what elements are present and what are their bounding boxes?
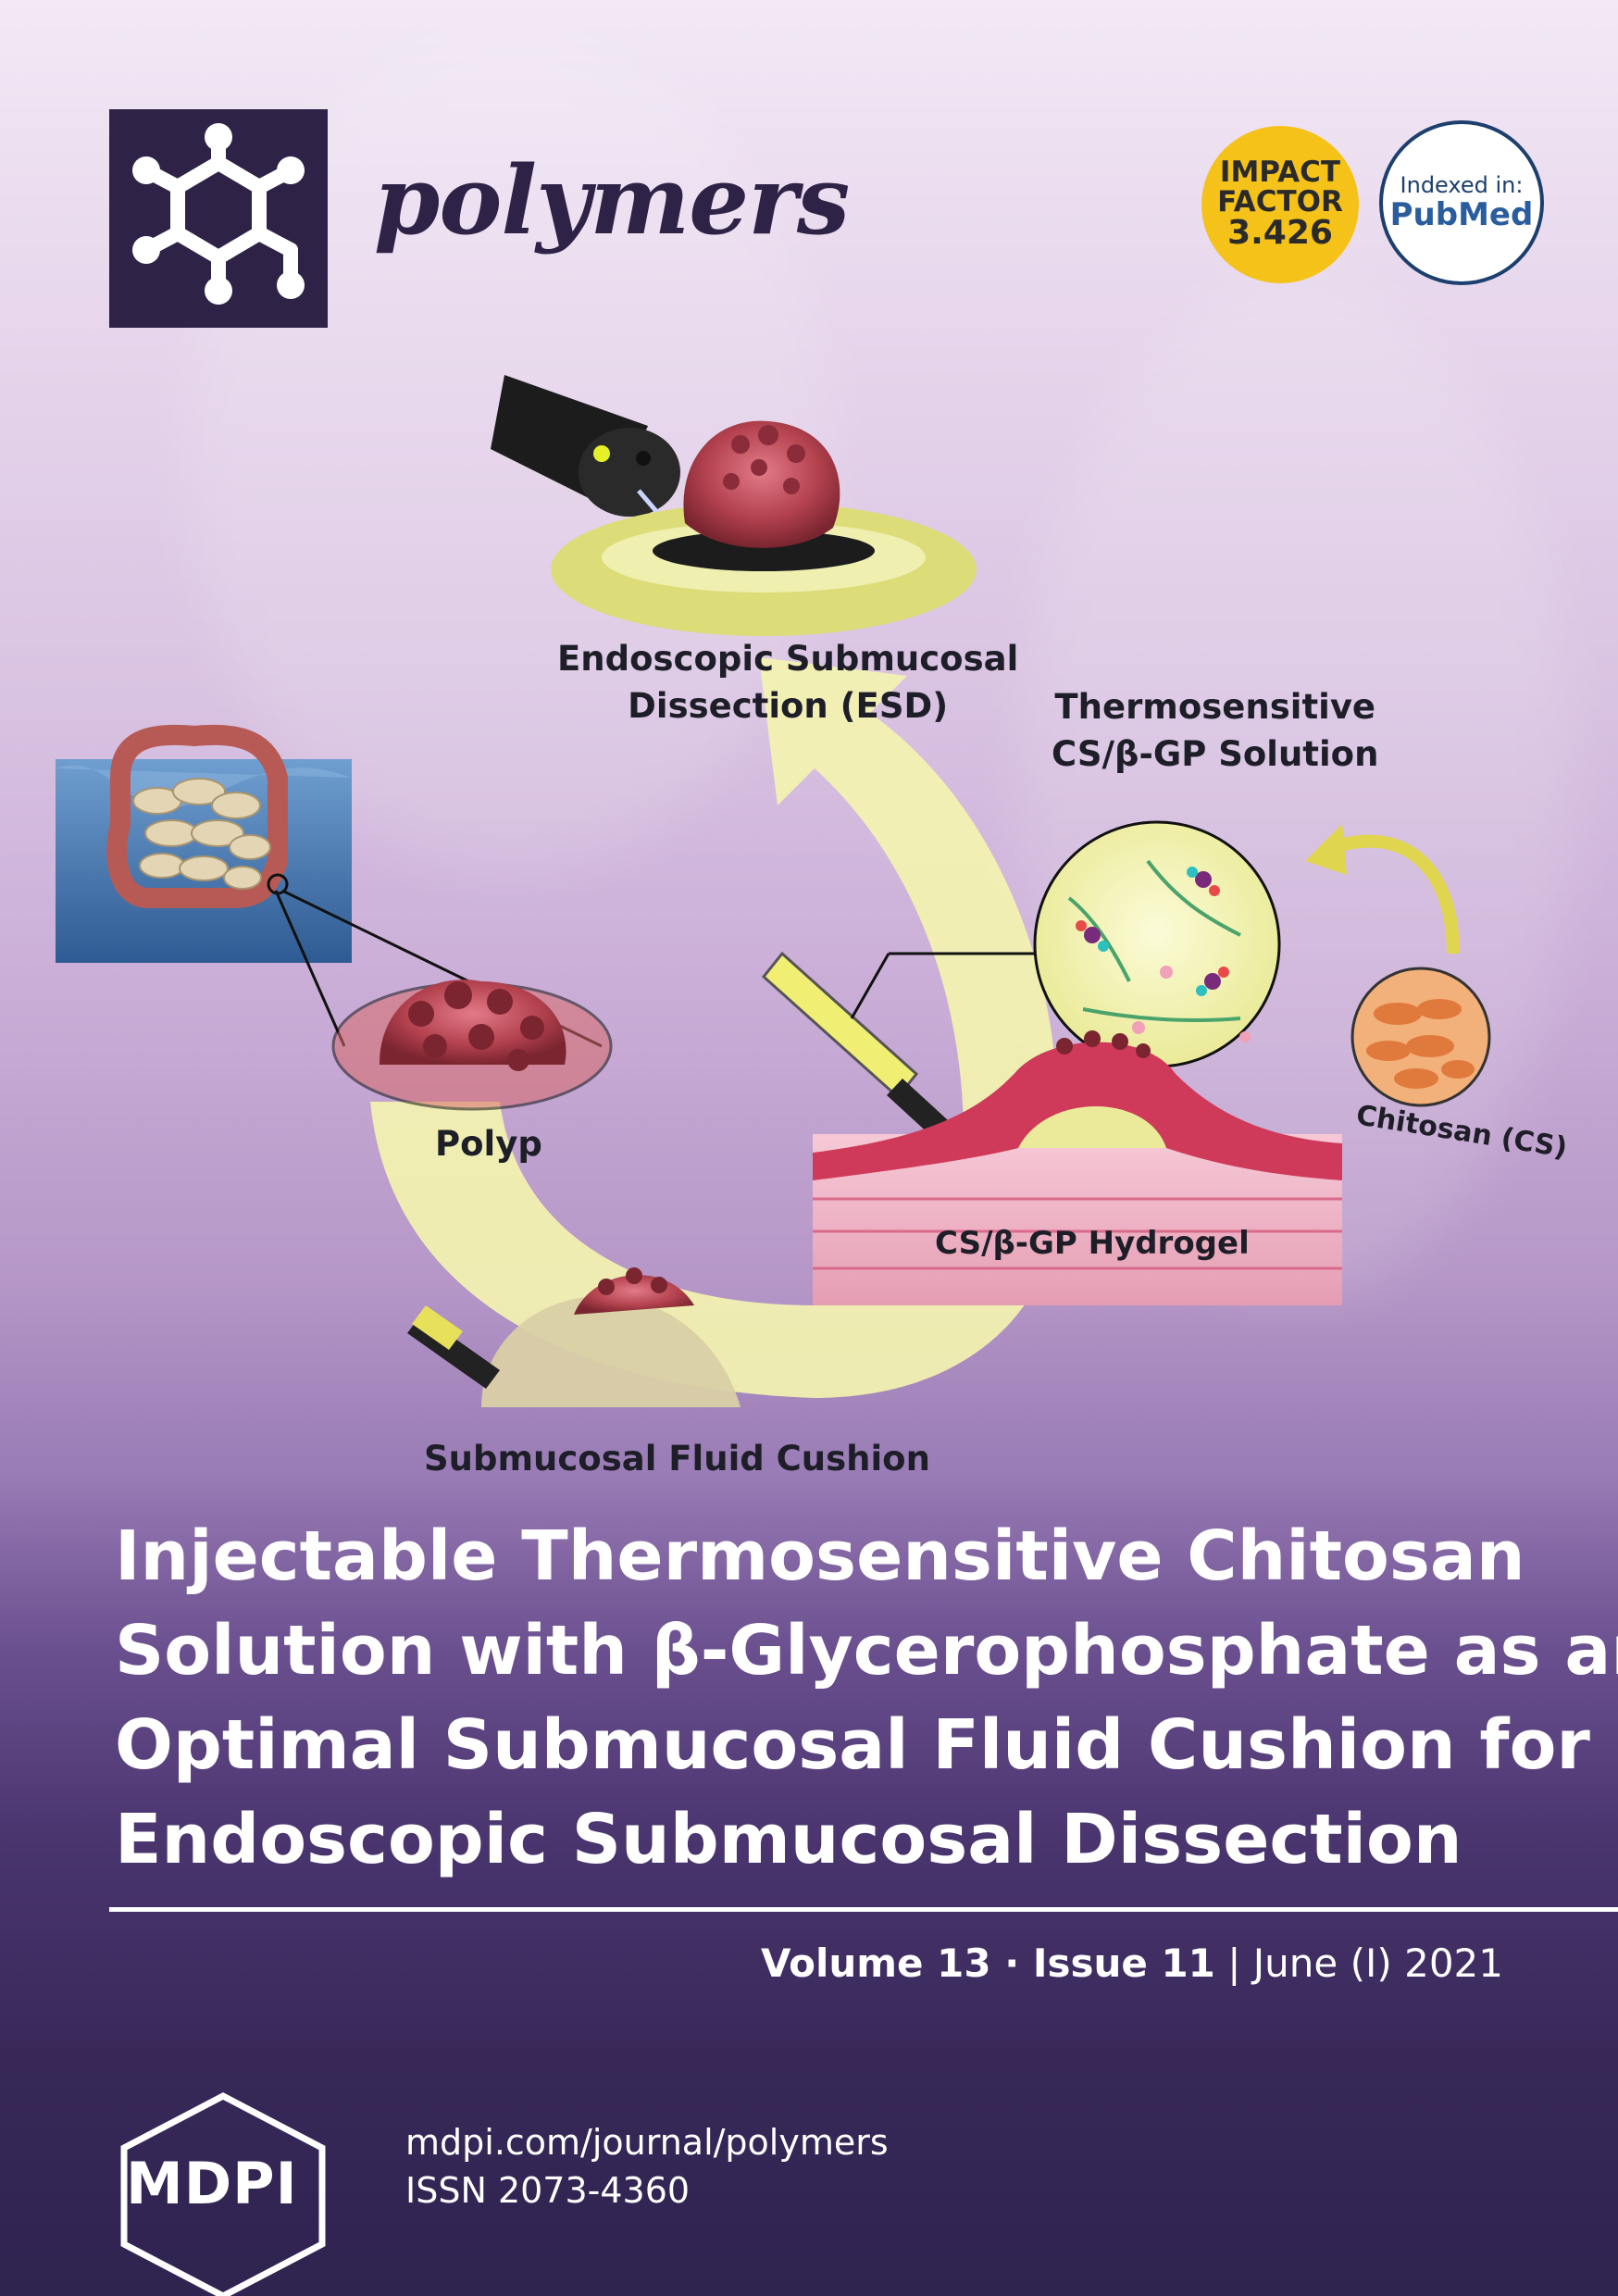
title-line: Injectable Thermosensitive Chitosan — [115, 1516, 1525, 1596]
title-line: Optimal Submucosal Fluid Cushion for — [115, 1705, 1590, 1785]
issue-label: Issue 11 — [1032, 1940, 1215, 1986]
indexed-label: Indexed in: — [1400, 172, 1524, 199]
pubmed-label: PubMed — [1389, 195, 1534, 233]
polymers-logo[interactable] — [109, 109, 328, 328]
label-cushion: Submucosal Fluid Cushion — [424, 1439, 930, 1479]
label-esd: Endoscopic Submucosal Dissection (ESD) — [557, 635, 1018, 730]
polyp-illustration — [331, 980, 613, 1111]
endoscope-top — [491, 375, 680, 525]
esd-process-figure — [56, 375, 1491, 1407]
title-divider — [109, 1907, 1618, 1912]
solution-bubble — [1033, 820, 1281, 1068]
journal-url-link[interactable]: mdpi.com/journal/polymers — [405, 2122, 889, 2163]
molecule-icon — [132, 123, 305, 305]
impact-factor-badge: IMPACT FACTOR 3.426 — [1201, 126, 1359, 283]
pubmed-badge[interactable]: Indexed in: PubMed — [1379, 120, 1544, 285]
date-divider: | — [1214, 1940, 1253, 1986]
impact-label-1: IMPACT — [1219, 156, 1341, 190]
impact-label-2: FACTOR — [1217, 184, 1343, 218]
label-solution-line2: CS/β-GP Solution — [1052, 734, 1379, 775]
journal-title[interactable]: polymers — [374, 145, 850, 256]
volume-label: Volume 13 — [760, 1940, 991, 1986]
issue-separator: · — [990, 1940, 1033, 1986]
chitosan-illustration — [1350, 967, 1491, 1107]
mdpi-logo-icon[interactable] — [107, 2089, 339, 2296]
title-line: Solution with β-Glycerophosphate as an — [115, 1611, 1618, 1691]
title-line: Endoscopic Submucosal Dissection — [115, 1800, 1462, 1879]
issue-info: Volume 13 · Issue 11 | June (I) 2021 — [761, 1940, 1503, 1986]
abdomen-illustration — [56, 724, 352, 963]
article-title[interactable]: Injectable Thermosensitive Chitosan Solu… — [115, 1509, 1618, 1887]
label-hydrogel: CS/β-GP Hydrogel — [935, 1225, 1250, 1262]
issue-date: June (I) 2021 — [1252, 1940, 1503, 1986]
mdpi-logo-text: MDPI — [126, 2150, 298, 2217]
impact-value: 3.426 — [1227, 214, 1333, 253]
label-solution-line1: Thermosensitive — [1054, 687, 1376, 727]
label-polyp: Polyp — [435, 1124, 542, 1164]
label-esd-line2: Dissection (ESD) — [628, 686, 949, 727]
label-solution: Thermosensitive CS/β-GP Solution — [1052, 683, 1378, 778]
hydrogel-tissue — [813, 1030, 1342, 1305]
publisher-info: mdpi.com/journal/polymers ISSN 2073-4360 — [405, 2118, 889, 2215]
cover-illustration: Endoscopic Submucosal Dissection (ESD) T… — [0, 343, 1618, 1500]
label-esd-line1: Endoscopic Submucosal — [557, 639, 1019, 679]
issn-text: ISSN 2073-4360 — [405, 2170, 691, 2211]
fluid-cushion-illustration — [407, 1267, 741, 1407]
